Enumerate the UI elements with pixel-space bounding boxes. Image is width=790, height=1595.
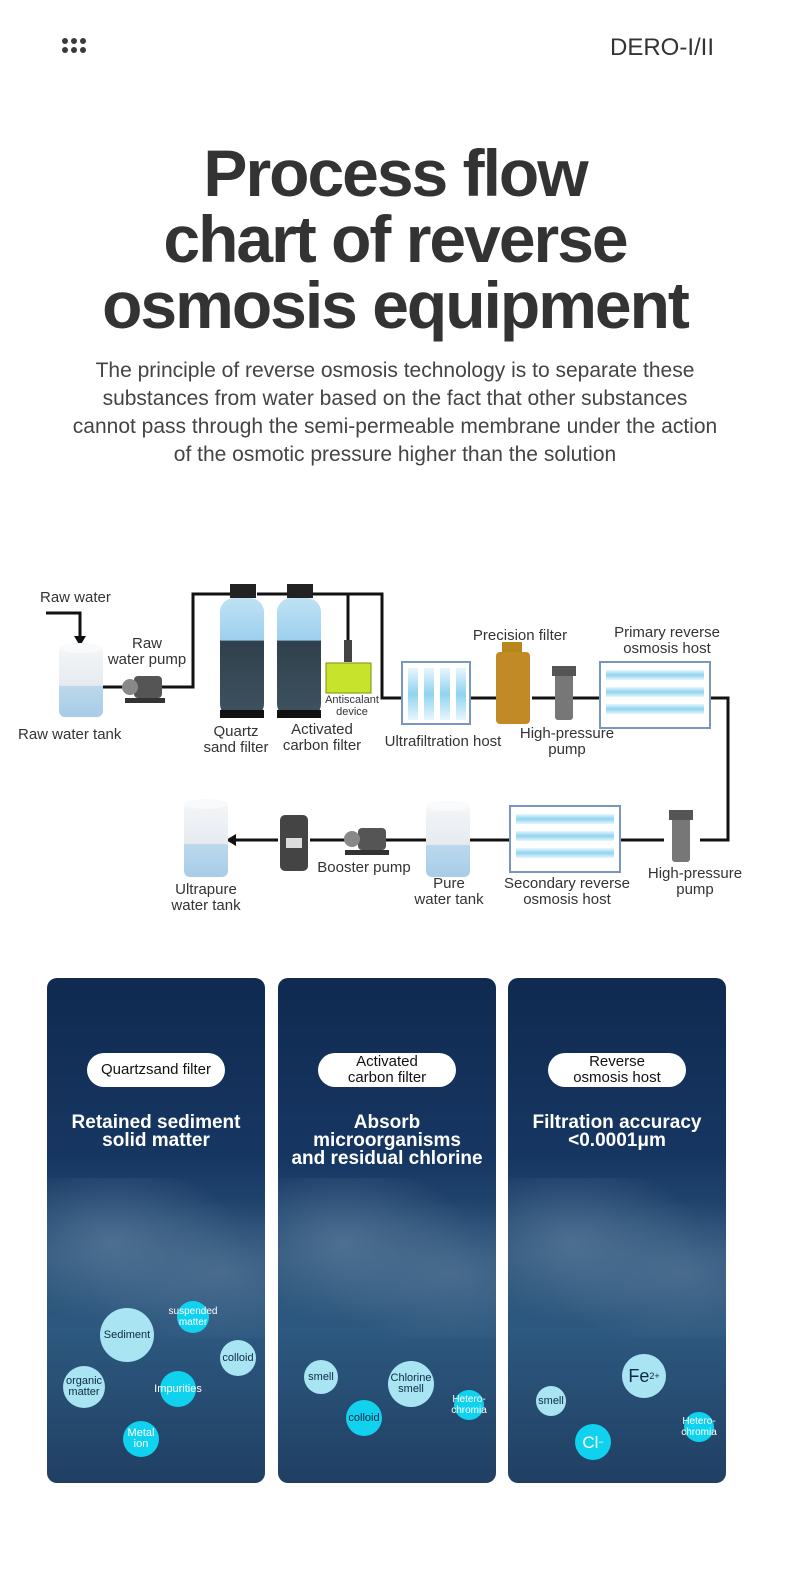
card-pill: Activated carbon filter [318,1053,456,1087]
bubble-impurities: Impurities [154,1371,202,1407]
label-quartz-sand-filter: Quartz [213,723,258,740]
high-pressure-pump [552,666,576,720]
flow-arrow [74,636,86,646]
card-reverse-osmosis: Reverse osmosis host Filtration accuracy… [508,978,726,1483]
water-wave [278,1178,496,1338]
bubble-heterochromia: Hetero-chromia [681,1412,717,1442]
label-high-pressure-pump: High-pressure [520,725,614,742]
label-primary-ro-host: Primary reverse [614,624,720,641]
card-text-line: Filtration accuracy [532,1112,702,1133]
filter-cartridge [280,815,308,871]
card-text-line: <0.0001μm [568,1130,666,1151]
flow-arrow [226,834,236,846]
process-flow-diagram: Raw water Raw water pump Raw water tank … [18,584,742,914]
card-text-line: solid matter [102,1130,210,1151]
card-text-line: and residual chlorine [291,1148,483,1169]
booster-pump [344,828,389,855]
card-pill-line: carbon filter [347,1069,427,1086]
label-ultrapure-water-tank: water tank [170,897,241,914]
card-text-line: Absorb [353,1112,421,1133]
title-line: chart of reverse [163,202,628,276]
label-antiscalant: device [336,706,368,718]
label-activated-carbon-filter: carbon filter [283,737,361,754]
label-high-pressure-pump: pump [676,881,714,898]
label-high-pressure-pump: pump [548,741,586,758]
bubble-smell: smell [536,1386,566,1416]
bubble-cl-ion: Cl− [575,1424,611,1460]
card-pill-line: Activated [356,1053,418,1070]
precision-filter [496,642,530,724]
label-raw-water: Raw water [40,589,111,606]
card-text: Filtration accuracy <0.0001μm [508,1112,726,1151]
label-ultrafiltration-host: Ultrafiltration host [385,733,503,750]
label-booster-pump: Booster pump [317,859,410,876]
raw-water-pump [122,676,165,703]
label-quartz-sand-filter: sand filter [203,739,268,756]
bubble-sediment: Sediment [100,1308,154,1362]
card-pill-line: Reverse [589,1053,645,1070]
card-quartzsand: Quartzsand filter Retained sediment soli… [47,978,265,1483]
bubble-organic-matter: organic matter [63,1366,105,1408]
menu-icon[interactable] [62,38,90,60]
high-pressure-pump [669,810,693,862]
card-text-line: microorganisms [313,1130,461,1151]
label-activated-carbon-filter: Activated [291,721,353,738]
label-primary-ro-host: osmosis host [623,640,711,657]
label-secondary-ro-host: osmosis host [523,891,611,908]
label-pure-water-tank: Pure [433,875,465,892]
label-high-pressure-pump: High-pressure [648,865,742,882]
card-pill: Quartzsand filter [87,1053,225,1087]
label-raw-water-tank: Raw water tank [18,726,122,743]
label-antiscalant: Antiscalant [325,694,379,706]
label-secondary-ro-host: Secondary reverse [504,875,630,892]
bubble-smell: smell [304,1360,338,1394]
activated-carbon-filter [277,584,321,718]
quartz-sand-filter [220,584,264,718]
primary-ro-host [599,661,711,729]
page-subtitle: The principle of reverse osmosis technol… [72,359,718,466]
bubble-colloid: colloid [220,1340,256,1376]
cl-symbol: Cl [582,1432,599,1452]
fe-symbol: Fe [628,1365,650,1386]
label-raw-water-pump: Raw [132,635,162,652]
card-text: Retained sediment solid matter [47,1112,265,1151]
card-pill: Reverse osmosis host [548,1053,686,1087]
bubble-heterochromia: Hetero-chromia [451,1390,487,1420]
water-wave [508,1178,726,1338]
bubble-suspended-matter: suspended matter [169,1301,217,1333]
bubble-chlorine-smell: Chlorine smell [388,1361,434,1407]
page-title: Process flow chart of reverse osmosis eq… [0,140,790,338]
label-precision-filter: Precision filter [473,627,567,644]
card-text: Absorb microorganisms and residual chlor… [278,1112,496,1169]
secondary-ro-host [509,805,621,873]
bubble-colloid: colloid [346,1400,382,1436]
label-raw-water-pump: water pump [107,651,186,668]
raw-water-tank [59,643,103,717]
fe-charge: 2+ [649,1370,660,1381]
water-wave [47,1178,265,1338]
bubble-metal-ion: Metal ion [123,1421,159,1457]
ultrafiltration-host [401,661,471,725]
label-ultrapure-water-tank: Ultrapure [175,881,237,898]
card-activated-carbon: Activated carbon filter Absorb microorga… [278,978,496,1483]
brand-label: DERO-I/II [609,34,714,61]
antiscalant-device [325,640,372,694]
card-text-line: Retained sediment [71,1112,241,1133]
title-line: Process flow [203,136,588,210]
pure-water-tank [426,801,470,877]
label-pure-water-tank: water tank [413,891,484,908]
cl-charge: − [598,1436,604,1447]
pipe-lines [46,592,730,842]
title-line: osmosis equipment [102,268,690,342]
card-pill-line: osmosis host [573,1069,661,1086]
ultrapure-water-tank [184,799,228,877]
